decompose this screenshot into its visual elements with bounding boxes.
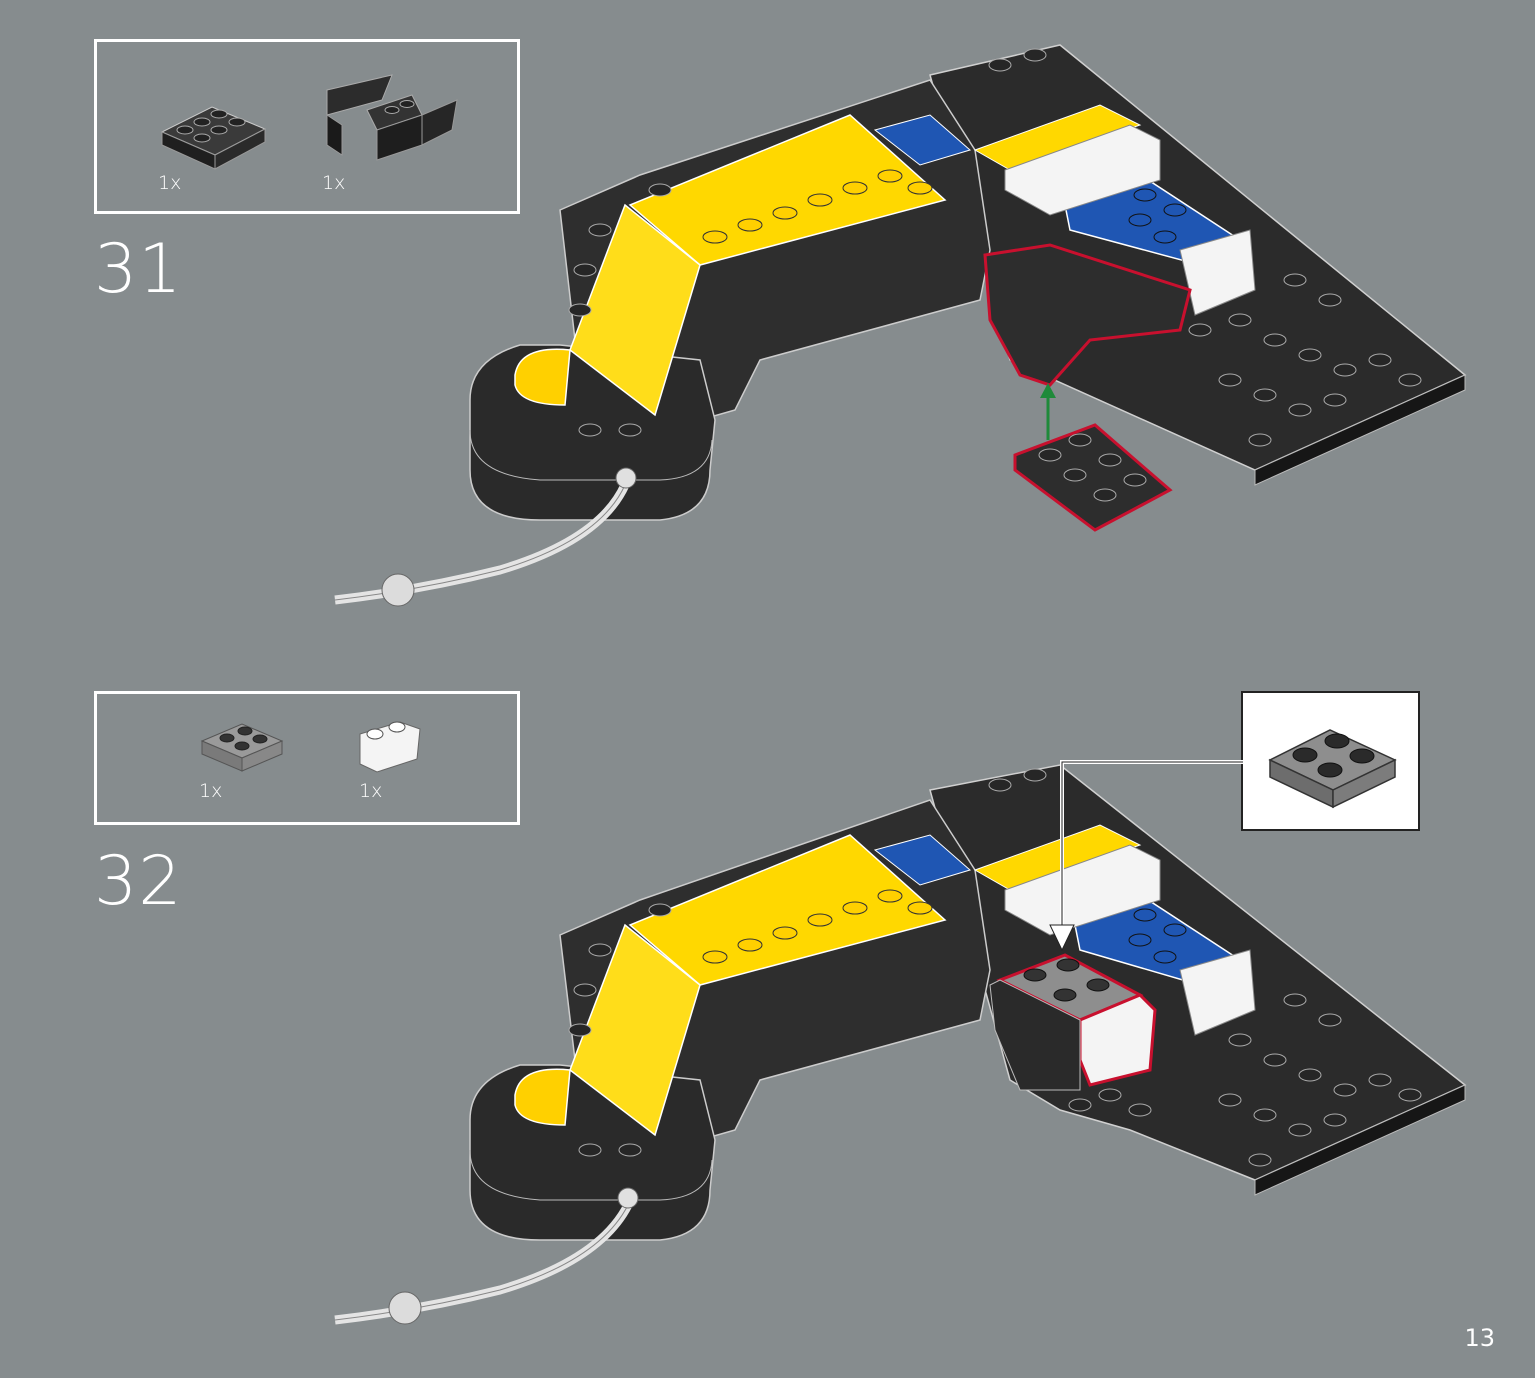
model-illustration-step-31 — [334, 44, 1467, 607]
white-bricks-right — [1179, 949, 1256, 1036]
quantity-label: 1x — [158, 172, 182, 194]
dark-gray-plate-2x3-icon — [160, 106, 267, 170]
quantity-label: 1x — [359, 780, 383, 802]
page-number: 13 — [1464, 1324, 1495, 1352]
yellow-wedge — [628, 834, 947, 986]
quantity-label: 1x — [322, 172, 346, 194]
highlighted-wedge — [983, 243, 1192, 387]
parts-list-step-31: 1x 1x — [94, 39, 520, 214]
yellow-plate-row — [973, 824, 1142, 891]
gray-plate-2x2-icon — [1268, 729, 1397, 809]
black-wedge-wings-icon — [326, 74, 458, 161]
blue-plate — [873, 834, 972, 886]
yellow-round-tile — [514, 348, 571, 406]
white-curved-brick-icon — [359, 721, 421, 773]
callout-box — [1241, 691, 1420, 831]
white-bricks — [1004, 124, 1161, 216]
rounded-base — [469, 1064, 716, 1241]
blue-slope — [1069, 874, 1242, 986]
new-gray-plate — [996, 953, 1144, 1022]
quantity-label: 1x — [199, 780, 223, 802]
blue-plate — [873, 114, 972, 166]
callout-pointer — [1060, 760, 1243, 930]
parts-list-step-32: 1x 1x — [94, 691, 520, 825]
yellow-round-tile — [514, 1068, 571, 1126]
yellow-plate-row — [973, 104, 1142, 171]
yellow-slope — [569, 923, 701, 1137]
new-white-brick — [1078, 993, 1157, 1087]
pneumatic-hose — [334, 1202, 633, 1325]
hose-connector — [388, 1291, 422, 1325]
yellow-wedge — [628, 114, 947, 266]
yellow-slope — [569, 203, 701, 417]
white-bricks — [1004, 844, 1161, 936]
plate-to-insert — [1013, 423, 1173, 532]
hose-connector — [381, 573, 415, 607]
step-number: 32 — [94, 842, 183, 921]
black-body — [559, 799, 991, 1141]
step-number: 31 — [94, 230, 183, 309]
gray-plate-2x2-icon — [200, 723, 284, 772]
